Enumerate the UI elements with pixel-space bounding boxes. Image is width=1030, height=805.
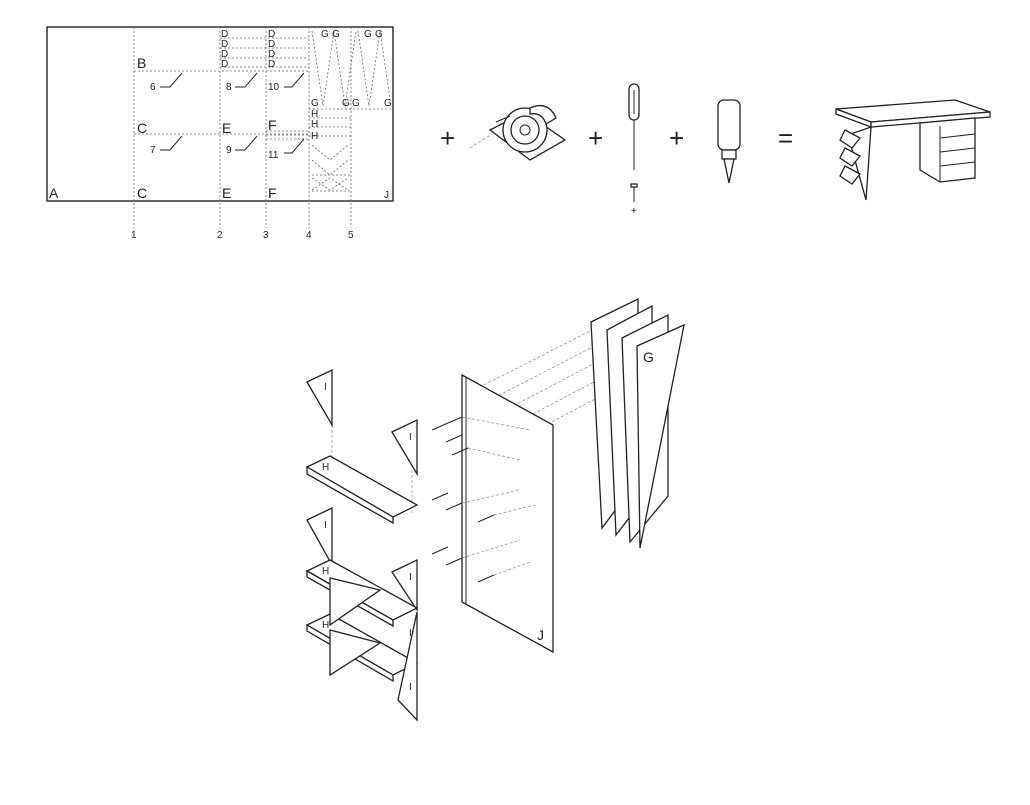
part-d-label: D: [268, 49, 275, 60]
shelf-label: H: [322, 462, 329, 473]
part-g-label: G: [321, 29, 329, 40]
bracket-label: I: [324, 382, 327, 393]
shelf-label: H: [322, 566, 329, 577]
part-d-label: D: [221, 29, 228, 40]
step-7: 7: [150, 145, 156, 156]
part-d-label: D: [268, 29, 275, 40]
step-8: 8: [226, 82, 232, 93]
part-c-label: C: [137, 120, 147, 136]
cut-number-4: 4: [306, 230, 312, 241]
exploded-assembly: J G: [305, 297, 685, 722]
part-g-label: G: [384, 98, 392, 109]
back-panel-label: J: [537, 627, 544, 643]
equals-sign: =: [778, 123, 793, 153]
step-10: 10: [268, 82, 280, 93]
part-f-label: F: [268, 117, 277, 133]
part-d-label: D: [268, 59, 275, 70]
cut-plan: 6 7 8 9 10 11 A B C C D D D D D D D D E …: [46, 26, 394, 241]
part-a-label: A: [49, 185, 59, 201]
step-pointers: 6 7 8 9 10 11: [150, 72, 305, 161]
part-h-label: H: [311, 109, 318, 120]
part-d-label: D: [221, 49, 228, 60]
svg-text:+: +: [631, 206, 637, 217]
bracket-label: I: [409, 432, 412, 443]
cut-number-3: 3: [263, 230, 269, 241]
part-d-label: D: [221, 39, 228, 50]
part-e-label: E: [222, 185, 231, 201]
bracket-label: I: [409, 628, 412, 639]
tool-equation: + + + = +: [440, 83, 991, 217]
bracket-label: I: [409, 572, 412, 583]
part-g-label: G: [342, 98, 350, 109]
bracket-label: I: [324, 520, 327, 531]
cut-numbers: 1 2 3 4 5: [131, 230, 354, 241]
screwdriver-icon: +: [628, 83, 640, 217]
part-c-label: C: [137, 185, 147, 201]
bracket-i: I: [391, 418, 418, 477]
part-g-label: G: [332, 29, 340, 40]
bracket-i: I: [391, 558, 418, 613]
step-6: 6: [150, 82, 156, 93]
part-d-label: D: [221, 59, 228, 70]
back-panel-j: J: [461, 373, 554, 654]
cut-number-5: 5: [348, 230, 354, 241]
part-g-label: G: [311, 98, 319, 109]
shelf-label: H: [322, 620, 329, 631]
bracket-label: I: [409, 682, 412, 693]
part-g-label: G: [364, 29, 372, 40]
desk-icon: [835, 99, 991, 201]
bracket-i: I: [306, 506, 333, 568]
shelf-h: H: [305, 455, 419, 525]
screws: [431, 416, 536, 583]
step-11: 11: [268, 150, 279, 161]
glue-bottle-icon: [717, 99, 741, 184]
part-h-label: H: [311, 131, 318, 142]
part-labels: A B C C D D D D D D D D E E F F G G G G …: [49, 29, 392, 201]
bracket-i: I: [306, 368, 333, 428]
part-b-label: B: [137, 55, 146, 71]
plus-sign: +: [669, 123, 684, 153]
part-e-label: E: [222, 120, 231, 136]
step-9: 9: [226, 145, 232, 156]
leg-label: G: [643, 349, 654, 365]
part-f-label: F: [268, 185, 277, 201]
cut-number-2: 2: [217, 230, 223, 241]
circular-saw-icon: [469, 104, 567, 161]
legs-g: G: [590, 297, 685, 549]
part-h-label: H: [311, 119, 318, 130]
part-j-label: J: [384, 190, 389, 201]
part-g-label: G: [375, 29, 383, 40]
part-d-label: D: [268, 39, 275, 50]
plus-sign: +: [440, 123, 455, 153]
cut-number-1: 1: [131, 230, 137, 241]
part-g-label: G: [352, 98, 360, 109]
plus-sign: +: [588, 123, 603, 153]
bracket-i: I I: [329, 577, 418, 722]
